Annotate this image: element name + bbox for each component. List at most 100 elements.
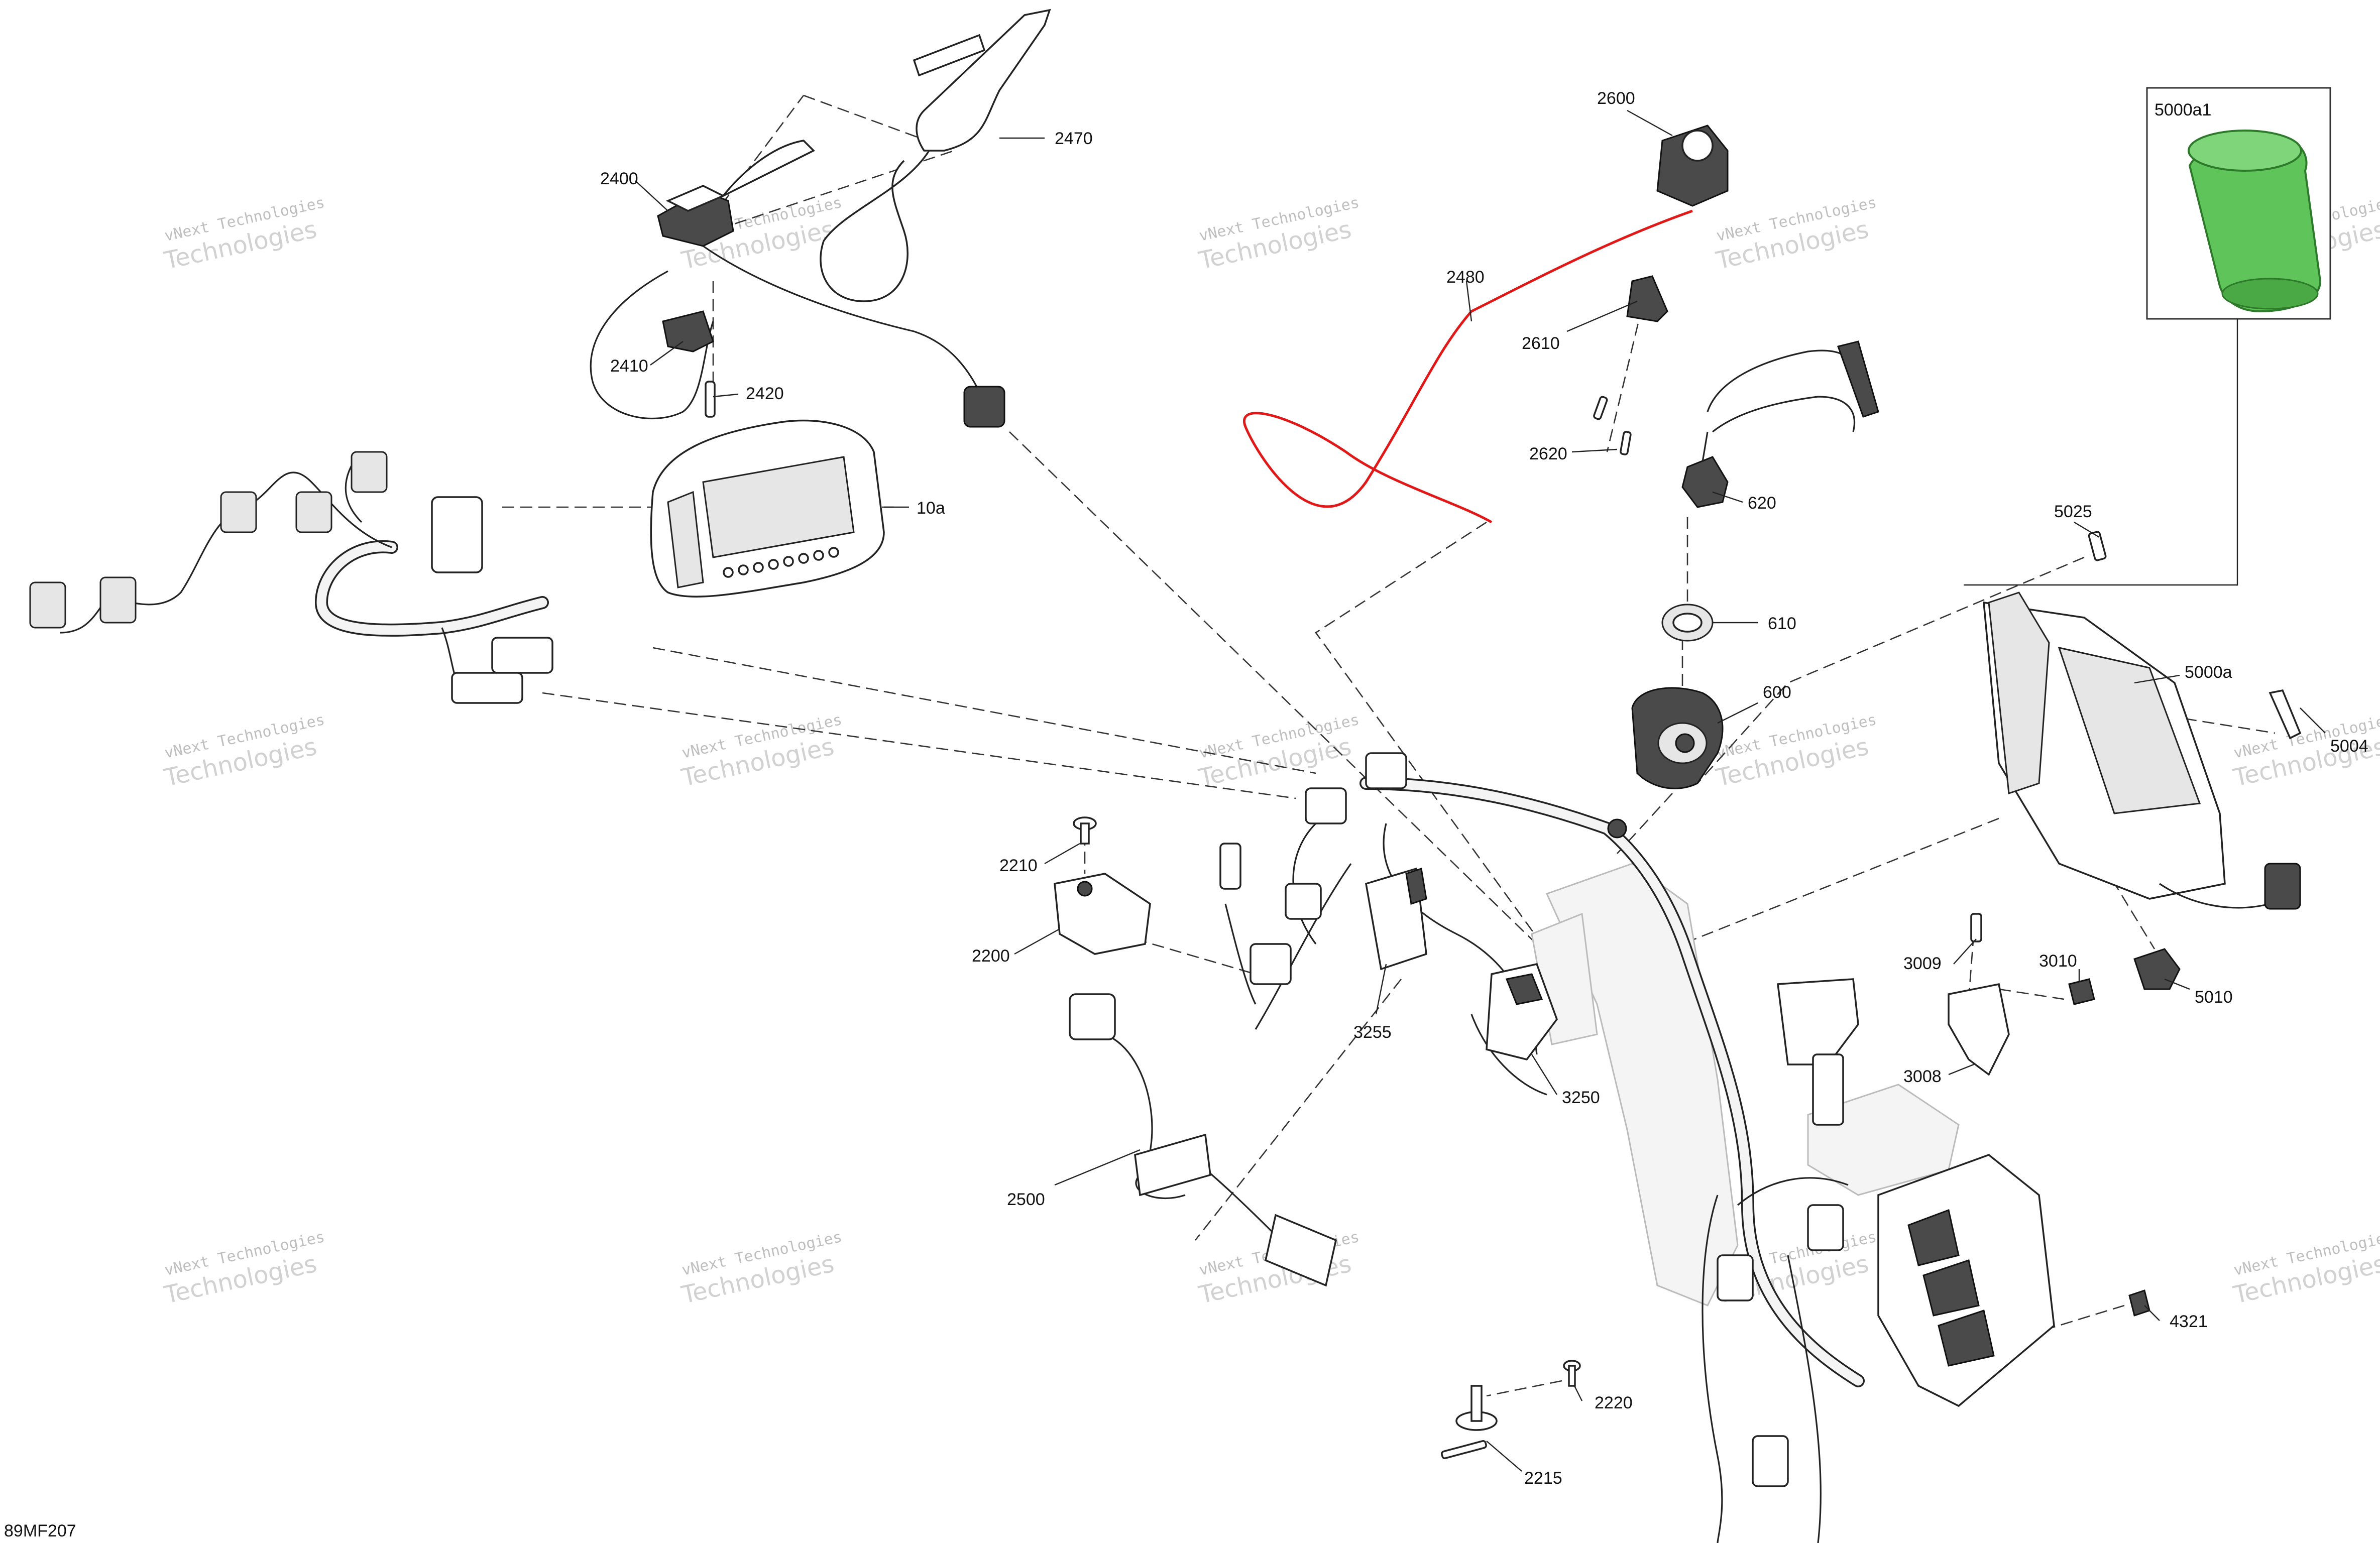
coil-bottom bbox=[1712, 396, 1856, 433]
lanyard-key bbox=[1681, 456, 1729, 508]
display-button bbox=[828, 547, 839, 558]
part-5025-bolt bbox=[2088, 531, 2107, 561]
lanyard-clip bbox=[1837, 340, 1879, 418]
handlebar-wire-loop bbox=[820, 150, 930, 302]
ring-inner bbox=[1672, 613, 1703, 633]
leader-line bbox=[1044, 843, 1080, 865]
connector bbox=[1365, 752, 1407, 789]
inset-leader bbox=[1964, 319, 2238, 586]
module-side bbox=[1988, 591, 2050, 795]
cylinder-top bbox=[2188, 130, 2302, 172]
display-button bbox=[783, 556, 794, 567]
watermark: vNext Technologies Technologies bbox=[1196, 194, 1361, 275]
stud-lower bbox=[1441, 1440, 1487, 1460]
label-2400: 2400 bbox=[600, 169, 638, 188]
harness-branch bbox=[60, 607, 101, 634]
sub-harness-connector bbox=[1069, 993, 1116, 1040]
clip bbox=[2133, 948, 2181, 990]
sub-harness-bracket bbox=[1264, 1214, 1337, 1287]
module-face bbox=[2058, 646, 2201, 814]
part-600-ignition bbox=[1631, 687, 1724, 789]
part-2480-red-wire bbox=[1243, 209, 1693, 524]
label-2500: 2500 bbox=[1007, 1190, 1045, 1209]
harness-branch bbox=[1292, 822, 1317, 944]
harness-branch bbox=[1255, 863, 1352, 1030]
bracket-body bbox=[1626, 275, 1668, 322]
leader-line bbox=[635, 180, 668, 211]
screw bbox=[1970, 913, 1982, 942]
ecu-fin bbox=[1922, 1259, 1980, 1317]
switch-wire bbox=[703, 245, 980, 392]
screw bbox=[1593, 396, 1608, 420]
label-2215: 2215 bbox=[1524, 1469, 1562, 1488]
display-button bbox=[768, 559, 779, 570]
label-3010: 3010 bbox=[2039, 952, 2077, 971]
harness-branch bbox=[1224, 903, 1257, 1005]
part-3008-bracket bbox=[1948, 983, 2010, 1076]
screw-2420 bbox=[705, 381, 716, 418]
label-2470: 2470 bbox=[1055, 129, 1093, 148]
watermark: vNext Technologies Technologies bbox=[1714, 711, 1878, 792]
leader-line bbox=[713, 393, 739, 398]
display-side bbox=[667, 491, 704, 588]
assembly-line bbox=[1009, 431, 1547, 955]
watermark: vNext Technologies Technologies bbox=[1196, 711, 1361, 792]
leader-line bbox=[2074, 521, 2100, 538]
leader-lines bbox=[635, 109, 2326, 1472]
label-2200: 2200 bbox=[972, 946, 1010, 966]
leader-line bbox=[1571, 448, 1618, 453]
clamp-2410 bbox=[662, 310, 714, 352]
nut bbox=[2128, 1289, 2150, 1317]
switch-wire bbox=[590, 270, 714, 420]
part-ecu-box bbox=[1877, 1154, 2055, 1407]
screw bbox=[1620, 431, 1632, 455]
label-610: 610 bbox=[1768, 614, 1796, 633]
leader-line bbox=[1054, 1149, 1141, 1186]
part-3009-screw bbox=[1970, 913, 1982, 942]
connector-main bbox=[451, 672, 523, 704]
watermark: vNext Technologies Technologies bbox=[162, 711, 326, 792]
connector bbox=[99, 576, 137, 624]
relay-box bbox=[1777, 978, 1859, 1065]
connector bbox=[1717, 1254, 1754, 1301]
leader-line bbox=[1627, 109, 1673, 137]
harness-branch bbox=[1470, 1014, 1547, 1096]
part-2400-switch bbox=[590, 185, 1005, 428]
part-2610-bracket bbox=[1626, 275, 1668, 322]
leader-line bbox=[2144, 1305, 2160, 1321]
part-2215-stud bbox=[1441, 1385, 1498, 1460]
leader-line bbox=[2164, 978, 2190, 990]
connector bbox=[1250, 943, 1292, 985]
sensor-body bbox=[1054, 873, 1151, 955]
connector-main bbox=[491, 637, 553, 674]
assembly-line bbox=[1315, 521, 1543, 944]
leader-line bbox=[2300, 707, 2326, 734]
dash-wiring-harness bbox=[29, 451, 553, 704]
assembly-line bbox=[1617, 793, 1673, 854]
socket-face bbox=[1681, 130, 1714, 162]
assembly-line bbox=[652, 647, 1316, 774]
connector bbox=[1285, 883, 1322, 920]
leader-line bbox=[1465, 281, 1472, 322]
grommet bbox=[1607, 818, 1627, 839]
leader-line bbox=[1712, 491, 1743, 503]
connector-main bbox=[431, 496, 483, 573]
connector bbox=[295, 491, 332, 533]
part-5004-pin bbox=[2269, 689, 2302, 740]
leader-line bbox=[1531, 1054, 1558, 1095]
watermark: vNext Technologies Technologies bbox=[679, 1228, 844, 1310]
cover-shell bbox=[916, 9, 1051, 152]
connector bbox=[1752, 1435, 1789, 1487]
display-button bbox=[813, 550, 824, 561]
label-5025: 5025 bbox=[2054, 502, 2092, 521]
assembly-line bbox=[1606, 306, 1643, 452]
label-3250: 3250 bbox=[1562, 1088, 1600, 1107]
part-4321-nut bbox=[2128, 1289, 2150, 1317]
part-2500-sub-harness bbox=[1069, 993, 1337, 1287]
label-5000a: 5000a bbox=[2185, 663, 2232, 682]
part-5000a-module bbox=[1983, 591, 2301, 910]
watermark: vNext Technologies Technologies bbox=[2231, 1228, 2380, 1310]
assembly-line bbox=[1194, 979, 1402, 1241]
label-2610: 2610 bbox=[1522, 334, 1560, 353]
nut bbox=[2068, 978, 2095, 1005]
